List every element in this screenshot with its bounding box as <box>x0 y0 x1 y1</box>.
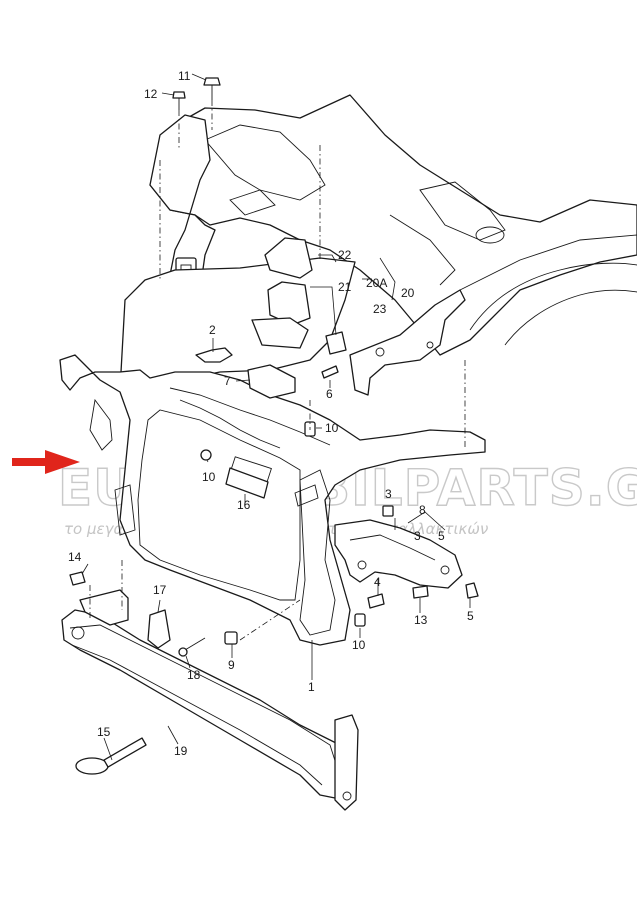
callout-12: 12 <box>144 87 158 101</box>
callout-7: 7 <box>224 374 231 388</box>
callout-5-top: 5 <box>438 529 445 543</box>
callout-20: 20 <box>401 286 415 300</box>
callout-19: 19 <box>174 744 188 758</box>
callout-6: 6 <box>326 387 333 401</box>
right-side-bracket <box>349 289 466 396</box>
red-pointer-arrow <box>12 450 80 474</box>
callout-5-bottom: 5 <box>467 609 474 623</box>
callout-11: 11 <box>178 69 191 83</box>
callout-labels: 11 12 22 21 20A 20 23 2 7 6 10 10 16 3 8… <box>68 69 474 758</box>
callout-4: 4 <box>374 575 381 589</box>
callout-2: 2 <box>209 323 216 337</box>
callout-15: 15 <box>97 725 111 739</box>
callout-13: 13 <box>414 613 428 627</box>
alignment-lines <box>89 100 466 641</box>
right-lock-carrier-bracket <box>334 519 463 589</box>
callout-18: 18 <box>187 668 201 682</box>
callout-3-top: 3 <box>385 487 392 501</box>
callout-1: 1 <box>308 680 315 694</box>
callout-3-right: 3 <box>414 529 421 543</box>
callout-10-left: 10 <box>202 470 216 484</box>
callout-10-top: 10 <box>325 421 339 435</box>
callout-8: 8 <box>419 503 426 517</box>
callout-10-bottom: 10 <box>352 638 366 652</box>
callout-20a: 20A <box>366 276 387 290</box>
leader-lines <box>81 73 471 761</box>
callout-17: 17 <box>153 583 167 597</box>
small-parts <box>69 77 479 775</box>
bumper-reinforcement-beam <box>61 589 359 811</box>
body-shell <box>149 94 637 356</box>
callout-23: 23 <box>373 302 387 316</box>
callout-14: 14 <box>68 550 82 564</box>
callout-22: 22 <box>338 248 352 262</box>
callout-9: 9 <box>228 658 235 672</box>
callout-16: 16 <box>237 498 251 512</box>
callout-21: 21 <box>338 280 352 294</box>
